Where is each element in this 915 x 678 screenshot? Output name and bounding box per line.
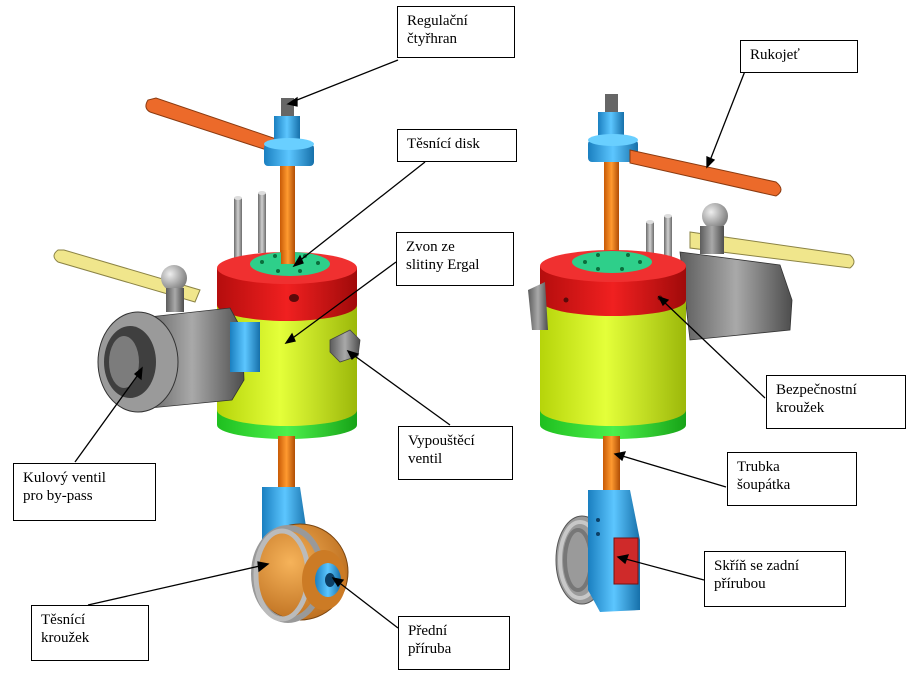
right-handle [629,149,782,197]
label-rukojet: Rukojeť [740,40,858,73]
label-tesnici-disk: Těsnící disk [397,129,517,162]
left-upper-stem [280,160,295,268]
right-upper-stem [604,160,619,268]
label-kulovy-ventil: Kulový ventil pro by-pass [13,463,156,521]
label-tesnici-krouzek: Těsnící kroužek [31,605,149,661]
label-zvon: Zvon ze slitiny Ergal [396,232,514,286]
label-bezpecnostni-krouzek: Bezpečnostní kroužek [766,375,906,429]
left-valve-assembly [53,97,361,623]
right-valve-assembly [528,94,855,612]
right-gate-tube [603,436,620,496]
right-bell-body [540,295,686,426]
label-skrin: Skříň se zadní přírubou [704,551,846,607]
label-predni-priruba: Přední příruba [398,616,510,670]
label-vypousteci-ventil: Vypouštěcí ventil [398,426,513,480]
label-trubka-soupatka: Trubka šoupátka [727,452,857,506]
leader-lines [74,59,766,629]
left-lower-stem [278,436,295,492]
left-bypass-handle [53,249,201,303]
right-bypass-handle [689,231,855,269]
label-regulacni-ctyrhran: Regulační čtyřhran [397,6,515,58]
